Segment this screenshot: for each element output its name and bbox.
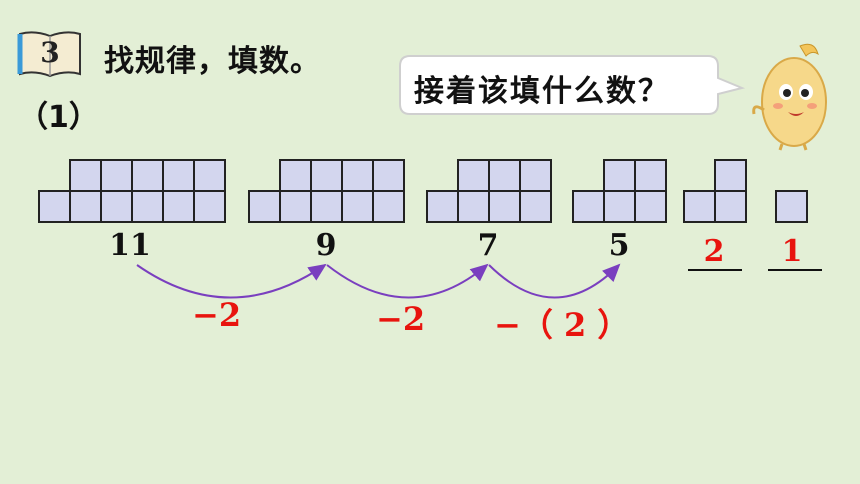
number-label: 5	[608, 228, 630, 263]
step-label: −2	[192, 296, 242, 334]
speech-bubble: 接着该填什么数？	[398, 54, 746, 116]
number-label: 9	[315, 228, 337, 263]
answer-value: 2	[703, 234, 725, 269]
answer-blank	[768, 269, 822, 271]
badge-number: 3	[40, 36, 60, 69]
book-icon	[17, 31, 81, 78]
block-group-5	[572, 159, 667, 223]
arc-arrow	[488, 263, 621, 299]
sub-question-label: （1）	[18, 100, 99, 135]
arc-arrow	[326, 263, 489, 299]
arc-arrow	[136, 263, 327, 299]
page-title: 找规律，填数。	[104, 44, 321, 79]
step-label: −2	[376, 300, 426, 338]
block-group-1	[775, 190, 808, 223]
number-label: 7	[477, 228, 499, 263]
answer-blank	[688, 269, 742, 271]
answer-value: 1	[781, 234, 803, 269]
number-label: 11	[109, 228, 151, 263]
problem-badge: 3	[14, 28, 86, 80]
step-label: −（ 2 ）	[494, 306, 630, 344]
block-group-7	[426, 159, 552, 223]
block-group-9	[248, 159, 405, 223]
block-group-3	[683, 159, 747, 223]
mascot-icon	[752, 43, 827, 151]
block-group-11	[38, 159, 226, 223]
speech-bubble-text: 接着该填什么数？	[414, 74, 670, 109]
